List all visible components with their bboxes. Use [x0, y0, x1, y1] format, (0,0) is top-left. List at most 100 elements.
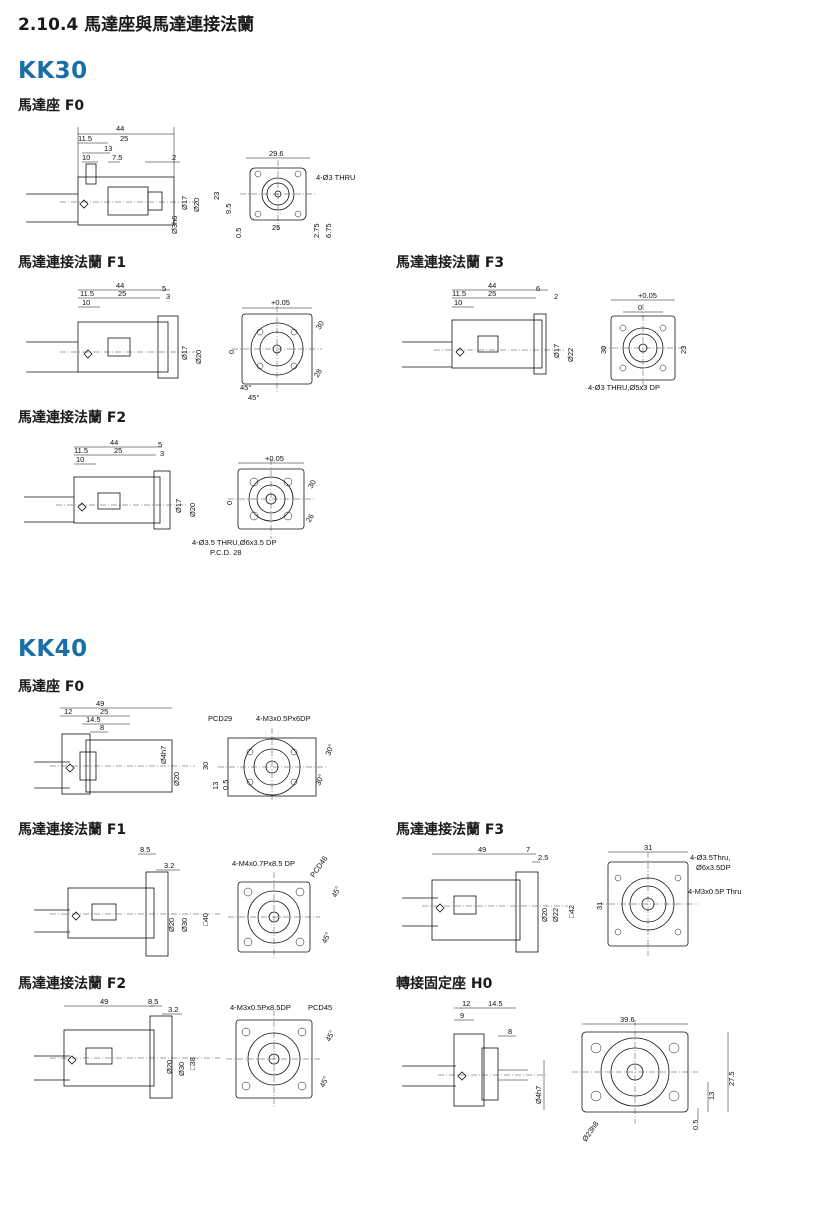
dim: 49: [478, 845, 486, 854]
dim: 31: [644, 843, 652, 852]
dim: 39.6: [620, 1015, 635, 1024]
dim: 6: [536, 284, 540, 293]
kk30-f2-label: 馬達連接法蘭 F2: [18, 410, 127, 426]
dim: 25: [272, 223, 280, 232]
kk40-f2-drawing: 49 8.5 3.2 Ø20 Ø30 □38 4-M3x0.5Px8.5DP P…: [34, 997, 337, 1108]
dim: 13: [707, 1092, 716, 1100]
dim: 8.5: [148, 997, 158, 1006]
dim: PCD46: [308, 854, 329, 879]
kk30-f3-drawing: 44 6 11.5 25 2 10 Ø17 Ø22 +0.05 0 30 23 …: [402, 281, 688, 392]
dim: 8: [508, 1027, 512, 1036]
kk40-f3-drawing: 49 7 2.5 Ø20 Ø22 □42 31 31 4-Ø3.5Thru, Ø…: [402, 843, 742, 956]
kk40-h0-label: 轉接固定座 H0: [396, 976, 493, 992]
dim: 30: [599, 346, 608, 354]
dim: Ø20: [192, 198, 201, 212]
dim: 45°: [318, 1075, 331, 1089]
dim: 26: [304, 512, 316, 524]
side-view: [26, 127, 195, 226]
dim: Ø4h7: [534, 1086, 543, 1104]
dim: Ø17: [552, 344, 561, 358]
dim: Ø17: [174, 499, 183, 513]
dim: 49: [96, 699, 104, 708]
dim: 3.2: [164, 861, 174, 870]
dim: 0.5: [691, 1120, 700, 1130]
dim: 29.6: [269, 149, 284, 158]
dim: 12: [64, 707, 72, 716]
front-view: [240, 157, 316, 230]
dim: 3: [166, 292, 170, 301]
dim: Ø20: [167, 918, 176, 932]
dim: 25: [488, 289, 496, 298]
dim: 3.2: [168, 1005, 178, 1014]
dim: 10: [82, 298, 90, 307]
dim: 13: [104, 144, 112, 153]
dim: 31: [595, 902, 604, 910]
kk40-h0-drawing: 12 14.5 9 8 Ø4h7 39.6 27.5 13 0.5 Ø23h8: [402, 999, 736, 1144]
dim: 2: [172, 153, 176, 162]
dim: 14.5: [488, 999, 503, 1008]
dim: 25: [118, 289, 126, 298]
dim: 0: [225, 501, 234, 505]
dim: Ø23h8: [580, 1120, 600, 1144]
dim: 45°: [320, 931, 333, 945]
series-title-kk40: KK40: [18, 636, 88, 662]
dim: 12: [462, 999, 470, 1008]
dim: 45°: [330, 885, 343, 899]
kk40-f0-label: 馬達座 F0: [18, 679, 85, 695]
dim: Ø3h6: [170, 216, 179, 234]
dim: 4-M3x0.5Px6DP: [256, 714, 311, 723]
dim: 13: [211, 782, 220, 790]
kk30-f0-label: 馬達座 F0: [18, 98, 85, 114]
dim: Ø30: [177, 1062, 186, 1076]
kk40-f2-label: 馬達連接法蘭 F2: [18, 976, 127, 992]
dim: 28: [312, 367, 324, 379]
dim: 23: [679, 346, 688, 354]
dim: 44: [110, 438, 118, 447]
kk30-f1-label: 馬達連接法蘭 F1: [18, 255, 127, 271]
dim: 30: [314, 319, 326, 331]
dim: 8.5: [140, 845, 150, 854]
dim: 7: [526, 845, 530, 854]
kk40-f0-drawing: 49 12 25 14.5 8 Ø4h7 Ø20 PCD29 4-M3x0.5P…: [34, 699, 336, 802]
dim: 30°: [313, 773, 325, 787]
dim: Ø20: [540, 908, 549, 922]
dim: 4-M3x0.5Px8.5DP: [230, 1003, 291, 1012]
dim: Ø17: [180, 196, 189, 210]
dim: 3: [160, 449, 164, 458]
kk30-f1-drawing: 44 5 11.5 25 3 10 Ø17 Ø20 +0.05 0 30 28 …: [26, 281, 326, 402]
dim: 9.5: [224, 204, 233, 214]
dim: P.C.D. 28: [210, 548, 242, 557]
kk40-f3-label: 馬達連接法蘭 F3: [396, 822, 505, 838]
dim: 30°: [323, 743, 335, 757]
dim: 4-Ø3 THRU,Ø5x3 DP: [588, 383, 660, 392]
dim: 0.5: [221, 780, 230, 790]
dim: 30: [306, 478, 318, 490]
dim: 11.5: [80, 289, 94, 298]
dim: 2: [554, 292, 558, 301]
dim: Ø6x3.5DP: [696, 863, 731, 872]
dim: 45°: [240, 383, 251, 392]
dim: 7.5: [112, 153, 122, 162]
dim: PCD45: [308, 1003, 332, 1012]
dim: 49: [100, 997, 108, 1006]
dim: 25: [120, 134, 128, 143]
section-title: 2.10.4 馬達座與馬達連接法蘭: [18, 15, 255, 35]
dim: Ø4h7: [159, 746, 168, 764]
dim: 14.5: [86, 715, 101, 724]
dim: 11.5: [78, 134, 92, 143]
dim: 45°: [248, 393, 259, 402]
kk30-f0-drawing: 44 11.5 25 13 10 7.5 2 Ø17 Ø20 Ø3h6 29.6…: [26, 124, 355, 238]
dim: 30: [201, 762, 210, 770]
dim: 25: [114, 446, 122, 455]
dim: Ø20: [172, 772, 181, 786]
dim: 4-Ø3.5Thru,: [690, 853, 730, 862]
dim: 44: [488, 281, 496, 290]
dim: 4-Ø3 THRU: [316, 173, 355, 182]
dim: 25: [100, 707, 108, 716]
dim: 6.75: [324, 223, 333, 238]
dim: +0.05: [638, 291, 657, 300]
dim: Ø17: [180, 346, 189, 360]
dim: 5: [162, 284, 166, 293]
dim: 0.5: [234, 228, 243, 238]
dim: 8: [100, 723, 104, 732]
